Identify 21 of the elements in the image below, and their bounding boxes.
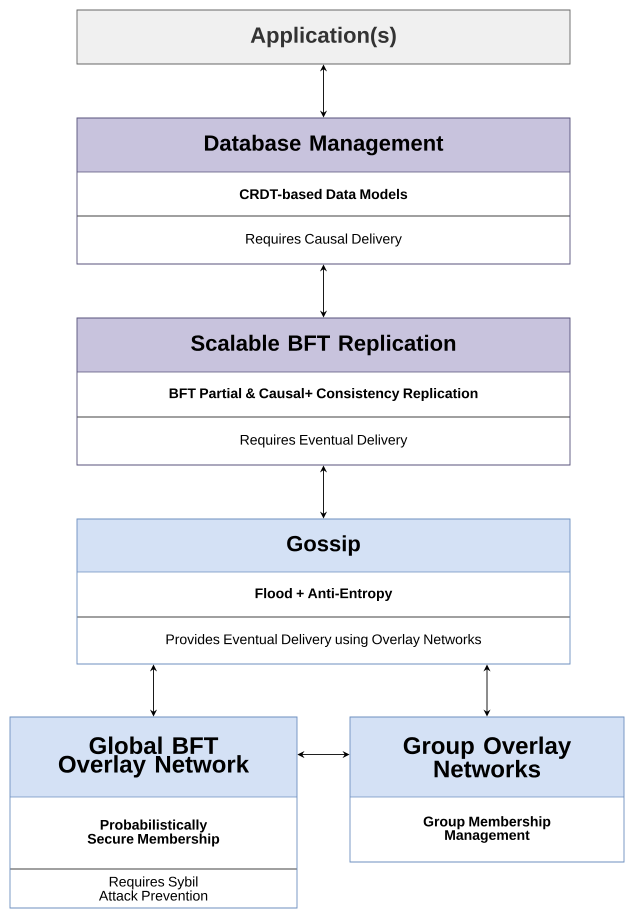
layer-note: Provides Eventual Delivery using Overlay Networks [166, 634, 482, 648]
layer-subtitle: Group Membership Management [424, 816, 550, 843]
layer-title: Application(s) [250, 26, 396, 48]
layer-note: Requires Eventual Delivery [240, 434, 408, 448]
layer-box [76, 118, 570, 264]
layer-title: Global BFT Overlay Network [58, 736, 250, 778]
layer-box [10, 716, 298, 908]
layer-title: Database Management [204, 134, 444, 156]
layer-note: Requires Causal Delivery [246, 233, 402, 247]
layer-title: Gossip [287, 535, 360, 556]
layer-subtitle: Probabilistically Secure Membership [88, 819, 220, 847]
layer-subtitle: Flood + Anti-Entropy [256, 588, 392, 602]
layer-box [76, 318, 570, 466]
layer-title: Group Overlay Networks [404, 736, 572, 778]
layer-box [76, 518, 570, 664]
layer-box [350, 716, 624, 862]
layer-note: Requires Sybil Attack Prevention [98, 876, 208, 901]
layer-title: Scalable BFT Replication [191, 334, 456, 356]
layer-subtitle: CRDT-based Data Models [240, 188, 408, 200]
layer-box [76, 10, 570, 64]
layer-subtitle: BFT Partial & Causal+ Consistency Replication [170, 388, 478, 402]
